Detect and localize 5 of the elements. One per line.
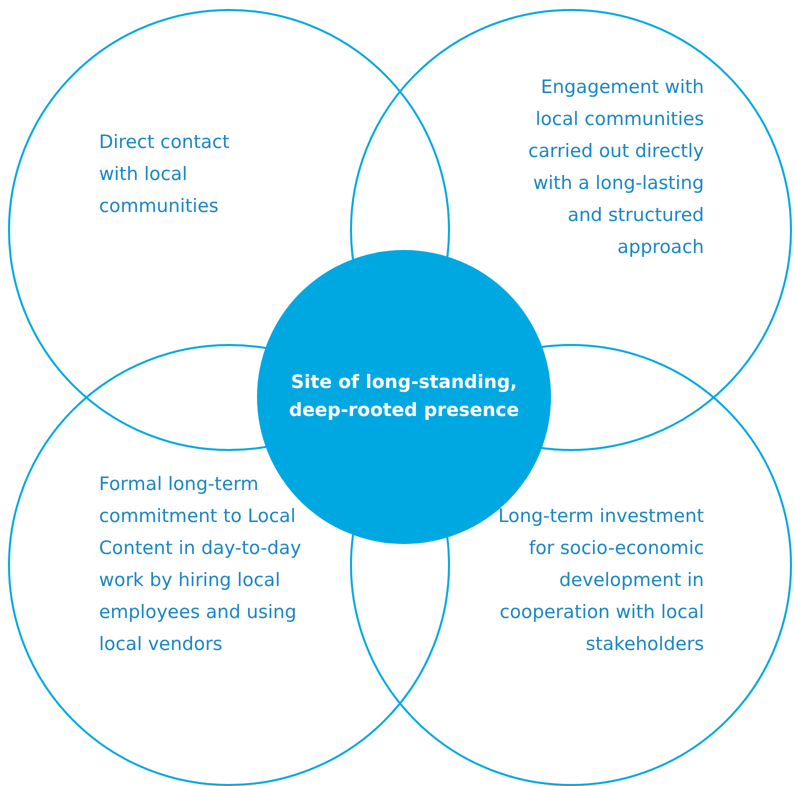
circle-text: Long-term investment for socio-economic development in cooperation with local stakeholders	[497, 505, 704, 657]
circle-text: Engagement with local communities carried out directly with a long-lasting and structured approach	[527, 76, 704, 260]
circle-text: Site of long-standing, deep-rooted presence	[288, 371, 520, 423]
circle-text: Direct contact with local communities	[99, 131, 231, 219]
circle-text: Formal long-term commitment to Local Content in day-to-day work by hiring local employees and using local vendors	[99, 473, 302, 657]
